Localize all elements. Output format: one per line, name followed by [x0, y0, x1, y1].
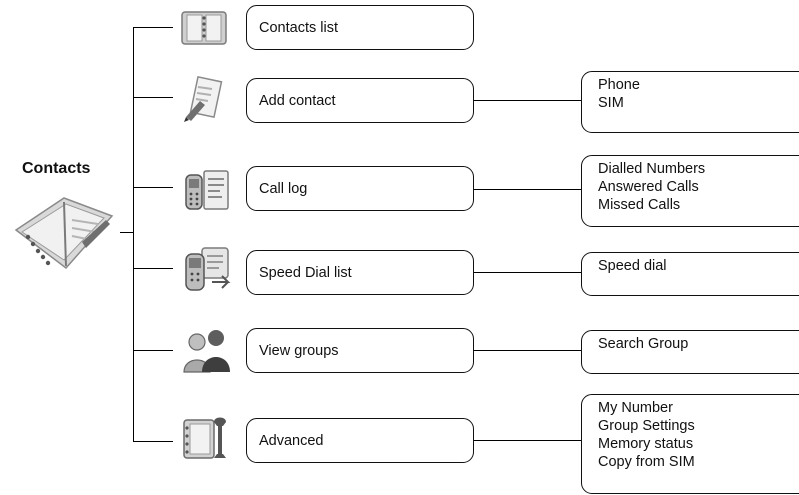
branch-line	[133, 350, 173, 352]
branch-line	[133, 441, 173, 443]
branch-line	[133, 27, 173, 29]
sub-connector	[474, 272, 582, 274]
menu-item-call-log[interactable]: Call log	[246, 166, 474, 211]
menu-item-advanced[interactable]: Advanced	[246, 418, 474, 463]
phone-dial-icon	[185, 247, 231, 291]
menu-item-contacts-list[interactable]: Contacts list	[246, 5, 474, 50]
submenu-item[interactable]: My Number	[598, 400, 673, 416]
address-book-icon	[14, 197, 114, 270]
menu-item-speed-dial-list[interactable]: Speed Dial list	[246, 250, 474, 295]
submenu-item[interactable]: Missed Calls	[598, 197, 681, 213]
submenu-item[interactable]: Copy from SIM	[598, 454, 695, 470]
submenu-item[interactable]: Phone	[598, 77, 640, 93]
submenu-item[interactable]: Memory status	[598, 436, 694, 452]
pen-document-icon	[184, 76, 223, 122]
branch-line	[133, 268, 173, 270]
submenu-item[interactable]: SIM	[598, 95, 624, 111]
submenu-advanced: My Number Group Settings Memory status C…	[581, 394, 799, 494]
sub-connector	[474, 100, 582, 102]
submenu-speed-dial: Speed dial	[581, 252, 799, 296]
sub-connector	[474, 350, 582, 352]
submenu-view-groups: Search Group	[581, 330, 799, 374]
trunk-line	[133, 27, 135, 442]
menu-item-view-groups[interactable]: View groups	[246, 328, 474, 373]
submenu-item[interactable]: Search Group	[598, 336, 689, 352]
root-title: Contacts	[22, 160, 91, 177]
submenu-item[interactable]: Dialled Numbers	[598, 161, 706, 177]
submenu-item[interactable]: Group Settings	[598, 418, 695, 434]
phone-list-icon	[185, 170, 229, 210]
sub-connector	[474, 440, 582, 442]
branch-line	[133, 187, 173, 189]
root-connector	[120, 232, 134, 234]
submenu-item[interactable]: Answered Calls	[598, 179, 699, 195]
submenu-add-contact: Phone SIM	[581, 71, 799, 133]
menu-item-add-contact[interactable]: Add contact	[246, 78, 474, 123]
book-tools-icon	[183, 417, 226, 459]
branch-line	[133, 97, 173, 99]
people-icon	[183, 330, 230, 373]
submenu-call-log: Dialled Numbers Answered Calls Missed Ca…	[581, 155, 799, 227]
submenu-item[interactable]: Speed dial	[598, 258, 667, 274]
sub-connector	[474, 189, 582, 191]
open-book-icon	[181, 11, 227, 45]
